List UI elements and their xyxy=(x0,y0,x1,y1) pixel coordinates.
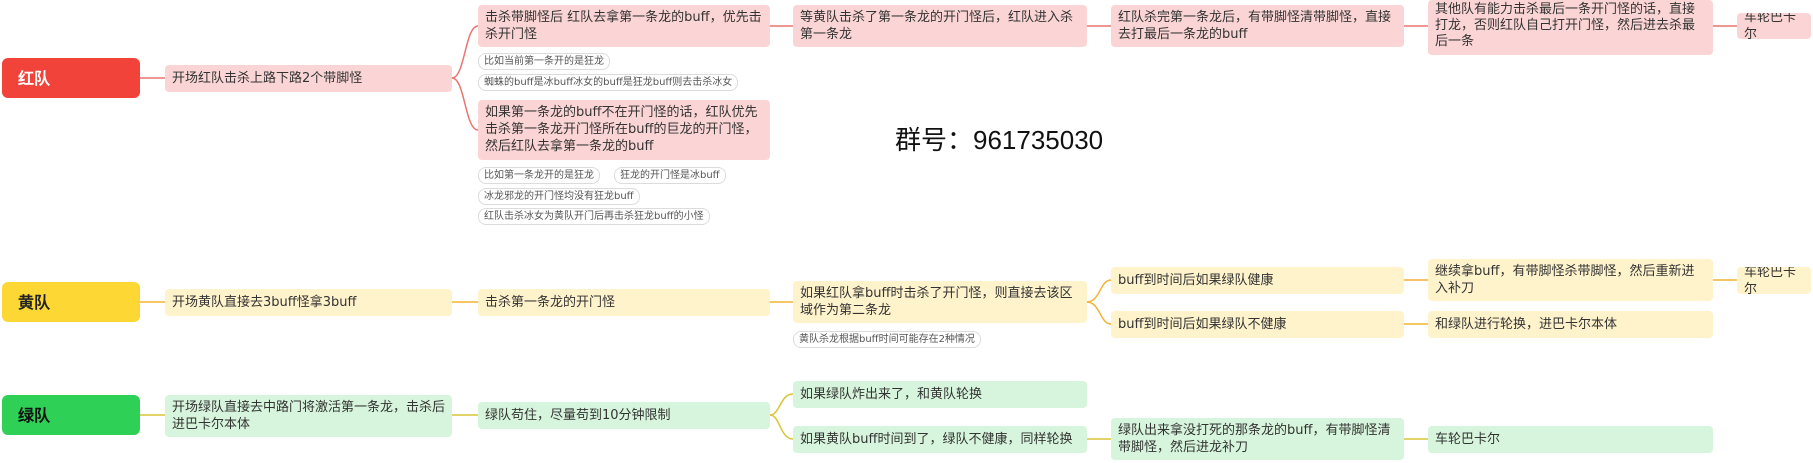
green-team-branch-2-next[interactable]: 绿队出来拿没打死的那条龙的buff，有带脚怪清带脚怪，然后进龙补刀 xyxy=(1111,418,1404,460)
red-branch2-note-3: 冰龙邪龙的开门怪均没有狂龙buff xyxy=(478,188,640,205)
green-team-root[interactable]: 绿队 xyxy=(2,395,140,435)
yellow-step2-note: 黄队杀龙根据buff时间可能存在2种情况 xyxy=(793,331,981,348)
red-branch2-note-4: 红队击杀冰女为黄队开门后再击杀狂龙buff的小怪 xyxy=(478,208,710,225)
yellow-team-healthy[interactable]: buff到时间后如果绿队健康 xyxy=(1111,267,1404,294)
red-team-step-4[interactable]: 其他队有能力击杀最后一条开门怪的话，直接打龙，否则红队自己打开门怪，然后进去杀最… xyxy=(1428,0,1713,55)
red-team-root[interactable]: 红队 xyxy=(2,58,140,98)
red-team-step-3[interactable]: 红队杀完第一条龙后，有带脚怪清带脚怪，直接去打最后一条龙的buff xyxy=(1111,5,1404,47)
yellow-team-healthy-next[interactable]: 继续拿buff，有带脚怪杀带脚怪，然后重新进入补刀 xyxy=(1428,259,1713,301)
yellow-team-root[interactable]: 黄队 xyxy=(2,282,140,322)
yellow-team-unhealthy-next[interactable]: 和绿队进行轮换，进巴卡尔本体 xyxy=(1428,311,1713,338)
green-team-branch-1[interactable]: 如果绿队炸出来了，和黄队轮换 xyxy=(793,381,1087,408)
green-team-start[interactable]: 开场绿队直接去中路门将激活第一条龙，击杀后进巴卡尔本体 xyxy=(165,395,452,437)
red-branch2-note-1: 比如第一条龙开的是狂龙 xyxy=(478,167,600,184)
red-team-step-5[interactable]: 车轮巴卡尔 xyxy=(1737,13,1811,39)
red-team-branch-1[interactable]: 击杀带脚怪后 红队去拿第一条龙的buff，优先击杀开门怪 xyxy=(478,5,770,47)
green-team-step-1[interactable]: 绿队苟住，尽量苟到10分钟限制 xyxy=(478,402,770,429)
yellow-team-unhealthy[interactable]: buff到时间后如果绿队不健康 xyxy=(1111,311,1404,338)
red-team-step-2[interactable]: 等黄队击杀了第一条龙的开门怪后，红队进入杀第一条龙 xyxy=(793,5,1087,47)
yellow-team-start[interactable]: 开场黄队直接去3buff怪拿3buff xyxy=(165,289,452,316)
red-team-start[interactable]: 开场红队击杀上路下路2个带脚怪 xyxy=(165,65,452,92)
yellow-team-healthy-end[interactable]: 车轮巴卡尔 xyxy=(1737,267,1811,294)
red-branch1-note-2: 蜘蛛的buff是冰buff冰女的buff是狂龙buff则去击杀冰女 xyxy=(478,74,739,91)
yellow-team-step-1[interactable]: 击杀第一条龙的开门怪 xyxy=(478,289,770,316)
red-team-branch-2[interactable]: 如果第一条龙的buff不在开门怪的话，红队优先击杀第一条龙开门怪所在buff的巨… xyxy=(478,100,770,160)
red-branch1-note-1: 比如当前第一条开的是狂龙 xyxy=(478,53,610,70)
yellow-team-step-2[interactable]: 如果红队拿buff时击杀了开门怪，则直接去该区域作为第二条龙 xyxy=(793,281,1087,323)
red-branch2-note-2: 狂龙的开门怪是冰buff xyxy=(614,167,726,184)
green-team-branch-2-end[interactable]: 车轮巴卡尔 xyxy=(1428,426,1713,453)
green-team-branch-2[interactable]: 如果黄队buff时间到了，绿队不健康，同样轮换 xyxy=(793,426,1087,453)
group-number-label: 群号：961735030 xyxy=(895,125,1104,155)
